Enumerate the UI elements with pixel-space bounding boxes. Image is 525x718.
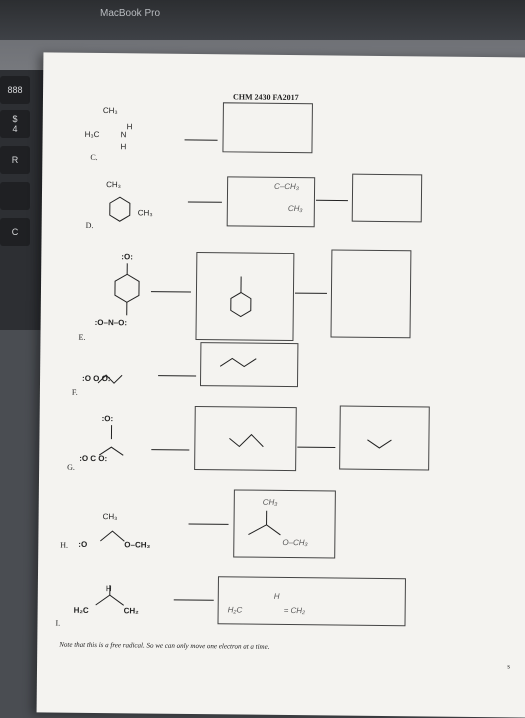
c-h2-label: H <box>120 142 126 151</box>
laptop-brand: MacBook Pro <box>100 8 160 19</box>
bonds-g2-answer <box>367 440 391 448</box>
c-h-label: H <box>127 122 133 131</box>
d-ch3-right: CH₃ <box>138 208 153 217</box>
bonds-h <box>100 531 124 541</box>
i-h: H <box>106 584 112 593</box>
hw-d-ch3-2: CH₃ <box>288 204 303 213</box>
hw-i-ch2: = CH₂ <box>284 606 306 615</box>
benzene-ring-d <box>110 197 130 221</box>
bonds-f-answer <box>220 358 256 366</box>
bonds-h-answer <box>248 525 280 535</box>
g-o-top: :O: <box>102 414 114 423</box>
c-ch3-label: CH₃ <box>103 106 118 115</box>
hw-i-h: H <box>274 592 280 601</box>
hw-h-ch3: CH₃ <box>263 498 278 507</box>
benzene-ring-e-answer <box>231 292 251 316</box>
hw-i-h2c: H₂C <box>228 605 243 614</box>
key: $ 4 <box>0 110 30 138</box>
key: R <box>0 146 30 174</box>
d-ch3-top: CH₃ <box>106 180 121 189</box>
e-nitro: :O–N–O: <box>95 318 128 327</box>
bonds-g-answer <box>229 434 263 446</box>
c-h3c-label: H₃C <box>85 130 100 139</box>
bonds-i <box>96 595 124 605</box>
c-n-label: N <box>121 130 127 139</box>
chemistry-structures: CH₃ H₃C N H H CH₃ CH₃ :O: :O–N–O: :O O O… <box>37 52 525 717</box>
hw-h-och3: O–CH₃ <box>282 538 307 547</box>
key: 888 <box>0 76 30 104</box>
key <box>0 182 30 210</box>
e-o-top: :O: <box>121 252 133 261</box>
hw-d-ch3: C–CH₃ <box>274 182 299 191</box>
page-mark: s <box>507 662 510 670</box>
key: C <box>0 218 30 246</box>
laptop-bezel: MacBook Pro <box>0 0 525 40</box>
worksheet-page: CHM 2430 FA2017 C. D. E. F. G. H. I. <box>37 52 525 717</box>
f-ozone: :O O O: <box>82 374 111 383</box>
h-ch3: CH₃ <box>103 512 118 521</box>
i-h2c: H₂C <box>74 606 89 615</box>
g-o-sides: :O C O: <box>79 454 107 463</box>
i-ch2: CH₂ <box>124 606 140 615</box>
benzene-ring-e <box>115 274 139 302</box>
h-o-left: :O <box>78 540 87 549</box>
h-o-right: O–CH₃ <box>124 540 150 549</box>
